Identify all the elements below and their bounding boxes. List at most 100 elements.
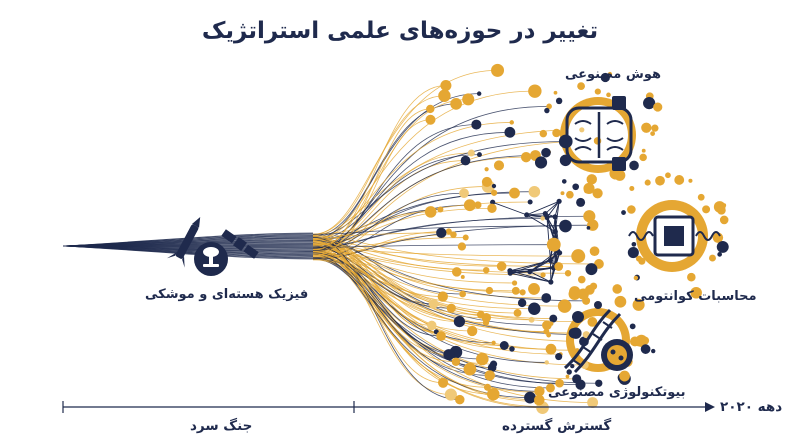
network-dot — [655, 175, 665, 186]
network-dot — [577, 288, 589, 300]
page-title: تغییر در حوزه‌های علمی استراتژیک — [201, 18, 599, 44]
network-dot — [650, 131, 656, 136]
network-dot — [621, 376, 627, 382]
mesh-line — [526, 200, 560, 216]
network-dot — [524, 391, 536, 404]
fan-line — [312, 225, 566, 235]
mesh-line — [546, 217, 556, 232]
network-dot — [559, 219, 572, 233]
fan-line — [312, 98, 469, 250]
network-dot — [595, 379, 603, 387]
network-dot — [589, 246, 600, 257]
network-dot — [437, 291, 448, 302]
network-dot — [564, 270, 572, 277]
brain-chip-icon — [565, 96, 633, 171]
network-dot — [651, 124, 659, 132]
network-dot — [462, 93, 475, 106]
network-dot — [491, 340, 496, 345]
network-dot — [474, 201, 482, 209]
fan-line — [312, 232, 442, 237]
mesh-node — [547, 257, 554, 263]
network-dot — [489, 360, 498, 368]
network-dot — [476, 352, 489, 366]
network-dot — [546, 103, 552, 110]
network-dot — [513, 309, 522, 317]
fan-line — [312, 85, 446, 251]
satellite-icon — [221, 229, 259, 259]
fan-line — [312, 155, 536, 251]
network-dot — [697, 193, 705, 201]
network-dot — [614, 169, 626, 181]
network-dot — [487, 203, 497, 214]
mesh-node — [527, 269, 533, 275]
network-dot — [438, 377, 449, 388]
fan-line — [312, 248, 569, 274]
network-dot — [463, 362, 477, 376]
network-dot — [688, 178, 693, 183]
fan-line — [312, 141, 566, 238]
network-dot — [540, 216, 545, 221]
mesh-line — [492, 201, 527, 216]
network-dot — [444, 388, 457, 401]
network-dot — [631, 241, 637, 247]
fan-line — [312, 249, 551, 350]
timeline-label-cold-war: جنگ سرد — [190, 418, 253, 434]
network-dot — [589, 282, 598, 290]
bundle-line — [62, 245, 314, 260]
network-dot — [570, 327, 582, 339]
network-dot — [545, 343, 557, 355]
mesh-node — [507, 270, 513, 276]
mesh-node — [552, 229, 558, 235]
network-dot — [517, 298, 527, 308]
network-dot — [545, 383, 555, 393]
network-dot — [437, 206, 444, 213]
network-dot — [555, 97, 563, 105]
network-dot — [511, 286, 520, 295]
network-dot — [635, 255, 643, 262]
network-dot — [614, 295, 627, 308]
network-dot — [509, 187, 520, 199]
network-dot — [627, 246, 639, 259]
fan-line — [312, 192, 465, 252]
network-dot — [572, 183, 580, 191]
network-dot — [594, 88, 601, 95]
network-dot — [527, 199, 533, 205]
fan-line — [312, 246, 587, 336]
network-dot — [436, 331, 446, 341]
network-dot — [587, 317, 598, 327]
network-dot — [553, 90, 558, 95]
network-dot — [509, 120, 514, 125]
network-dot — [428, 298, 439, 309]
network-dot — [571, 249, 586, 264]
network-dot — [592, 188, 603, 199]
fan-line — [312, 250, 565, 307]
network-dot — [544, 360, 549, 365]
network-dot — [528, 185, 541, 198]
network-dot — [490, 189, 498, 196]
network-dot — [583, 187, 590, 194]
network-dot — [491, 63, 505, 77]
network-dot — [586, 174, 597, 185]
network-dot — [643, 97, 656, 110]
mesh-node — [556, 198, 562, 204]
fan-line — [312, 252, 442, 337]
network-dot — [629, 336, 640, 347]
fan-line — [312, 90, 535, 241]
network-dot — [627, 205, 636, 214]
mesh-line — [546, 201, 560, 218]
network-dot — [560, 191, 565, 196]
network-dot — [499, 341, 509, 350]
network-dot — [436, 227, 447, 238]
network-dot — [534, 388, 542, 396]
network-dot — [641, 148, 646, 153]
mesh-line — [510, 272, 551, 283]
fan-line — [312, 234, 584, 342]
network-dot — [496, 261, 507, 272]
network-dot — [443, 349, 455, 361]
network-dot — [481, 176, 493, 187]
mesh-node — [552, 214, 558, 220]
network-dot — [485, 286, 494, 295]
label-ai: هوش مصنوعی — [565, 67, 661, 82]
network-dot — [484, 167, 489, 172]
